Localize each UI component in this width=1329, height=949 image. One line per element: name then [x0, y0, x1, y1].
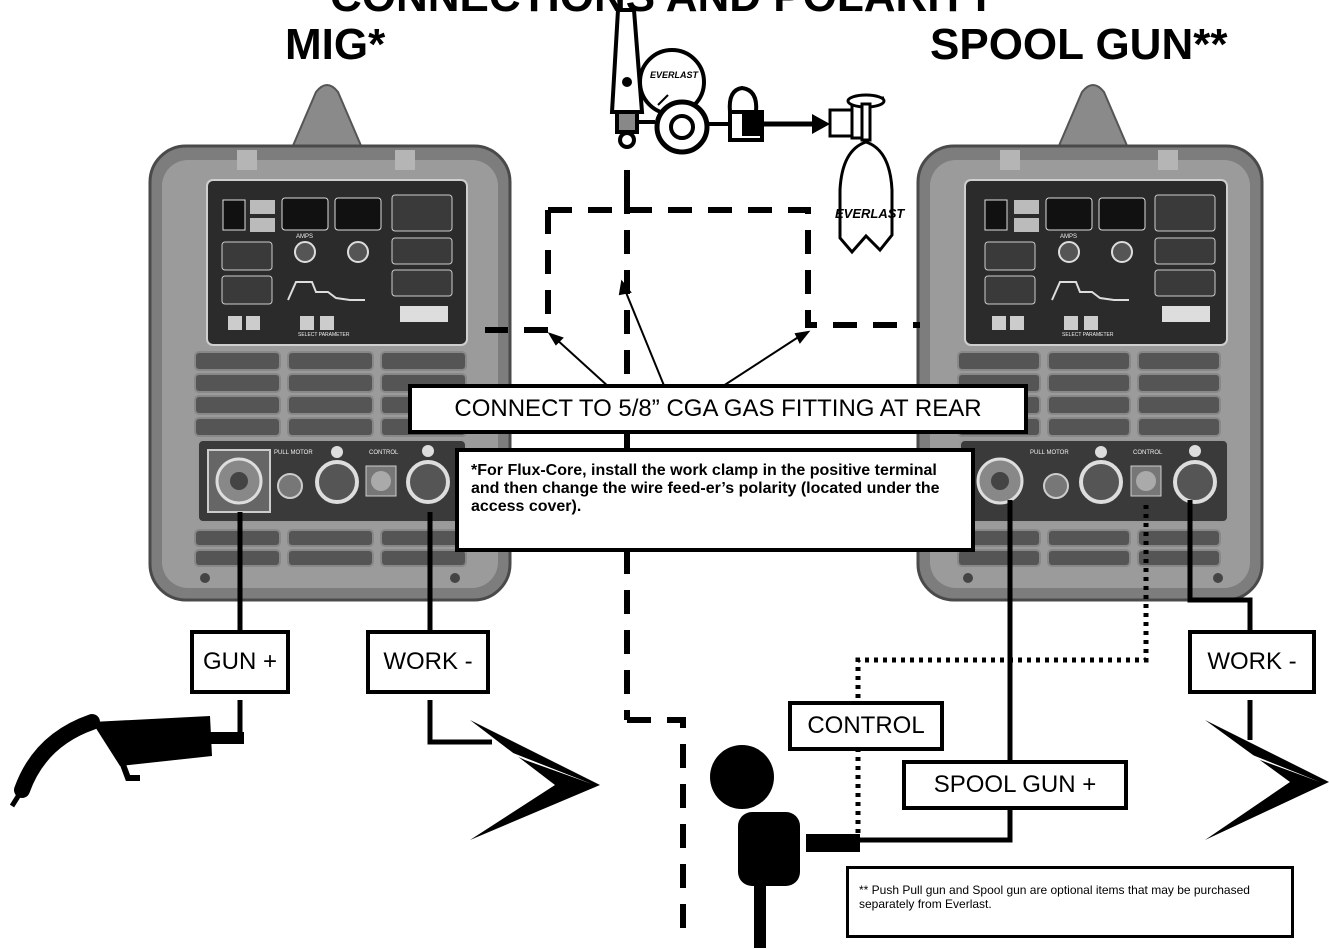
right-work-minus-label: WORK -	[1188, 630, 1316, 694]
right-work-clamp-icon	[1205, 720, 1329, 840]
left-connector-panel	[197, 439, 467, 583]
spool-gun-heading: SPOOL GUN**	[930, 20, 1228, 69]
right-connector-panel	[959, 439, 1229, 583]
spool-gun-icon	[710, 745, 860, 886]
left-pull-motor-label: PULL MOTOR	[274, 450, 313, 456]
left-control-port-label: CONTROL	[369, 450, 399, 456]
gas-regulator	[609, 8, 764, 155]
left-work-clamp-icon	[470, 720, 600, 840]
gas-pointer-arrows	[547, 279, 811, 389]
left-control-panel	[206, 179, 468, 346]
page-title: CONNECTIONS AND POLARITY	[330, 0, 996, 22]
control-label: CONTROL	[788, 701, 944, 751]
left-select-parameter-label: SELECT PARAMETER	[298, 332, 350, 338]
mig-heading: MIG*	[285, 20, 386, 69]
brand-logo-cylinder: EVERLAST	[835, 206, 905, 221]
right-vents	[957, 351, 1221, 567]
right-pull-motor-label: PULL MOTOR	[1030, 450, 1069, 456]
right-amps-label: AMPS	[1060, 234, 1078, 240]
right-select-parameter-label: SELECT PARAMETER	[1062, 332, 1114, 338]
right-control-port-label: CONTROL	[1133, 450, 1163, 456]
optional-items-footnote: ** Push Pull gun and Spool gun are optio…	[846, 866, 1294, 938]
brand-logo-regulator: EVERLAST	[650, 70, 699, 80]
left-welder	[148, 84, 512, 602]
right-welder	[916, 84, 1264, 602]
left-work-minus-label: WORK -	[366, 630, 490, 694]
gas-cylinder	[828, 93, 894, 255]
gas-arrow	[762, 114, 830, 134]
gun-plus-label: GUN +	[190, 630, 290, 694]
gas-lines	[485, 170, 920, 940]
right-control-panel	[964, 179, 1228, 346]
cables	[200, 500, 1253, 948]
mig-gun-icon	[9, 714, 244, 808]
spool-gun-plus-label: SPOOL GUN +	[902, 760, 1128, 810]
gas-fitting-label: CONNECT TO 5/8” CGA GAS FITTING AT REAR	[408, 384, 1028, 434]
left-amps-label: AMPS	[296, 234, 314, 240]
flux-core-note: *For Flux-Core, install the work clamp i…	[455, 448, 975, 552]
